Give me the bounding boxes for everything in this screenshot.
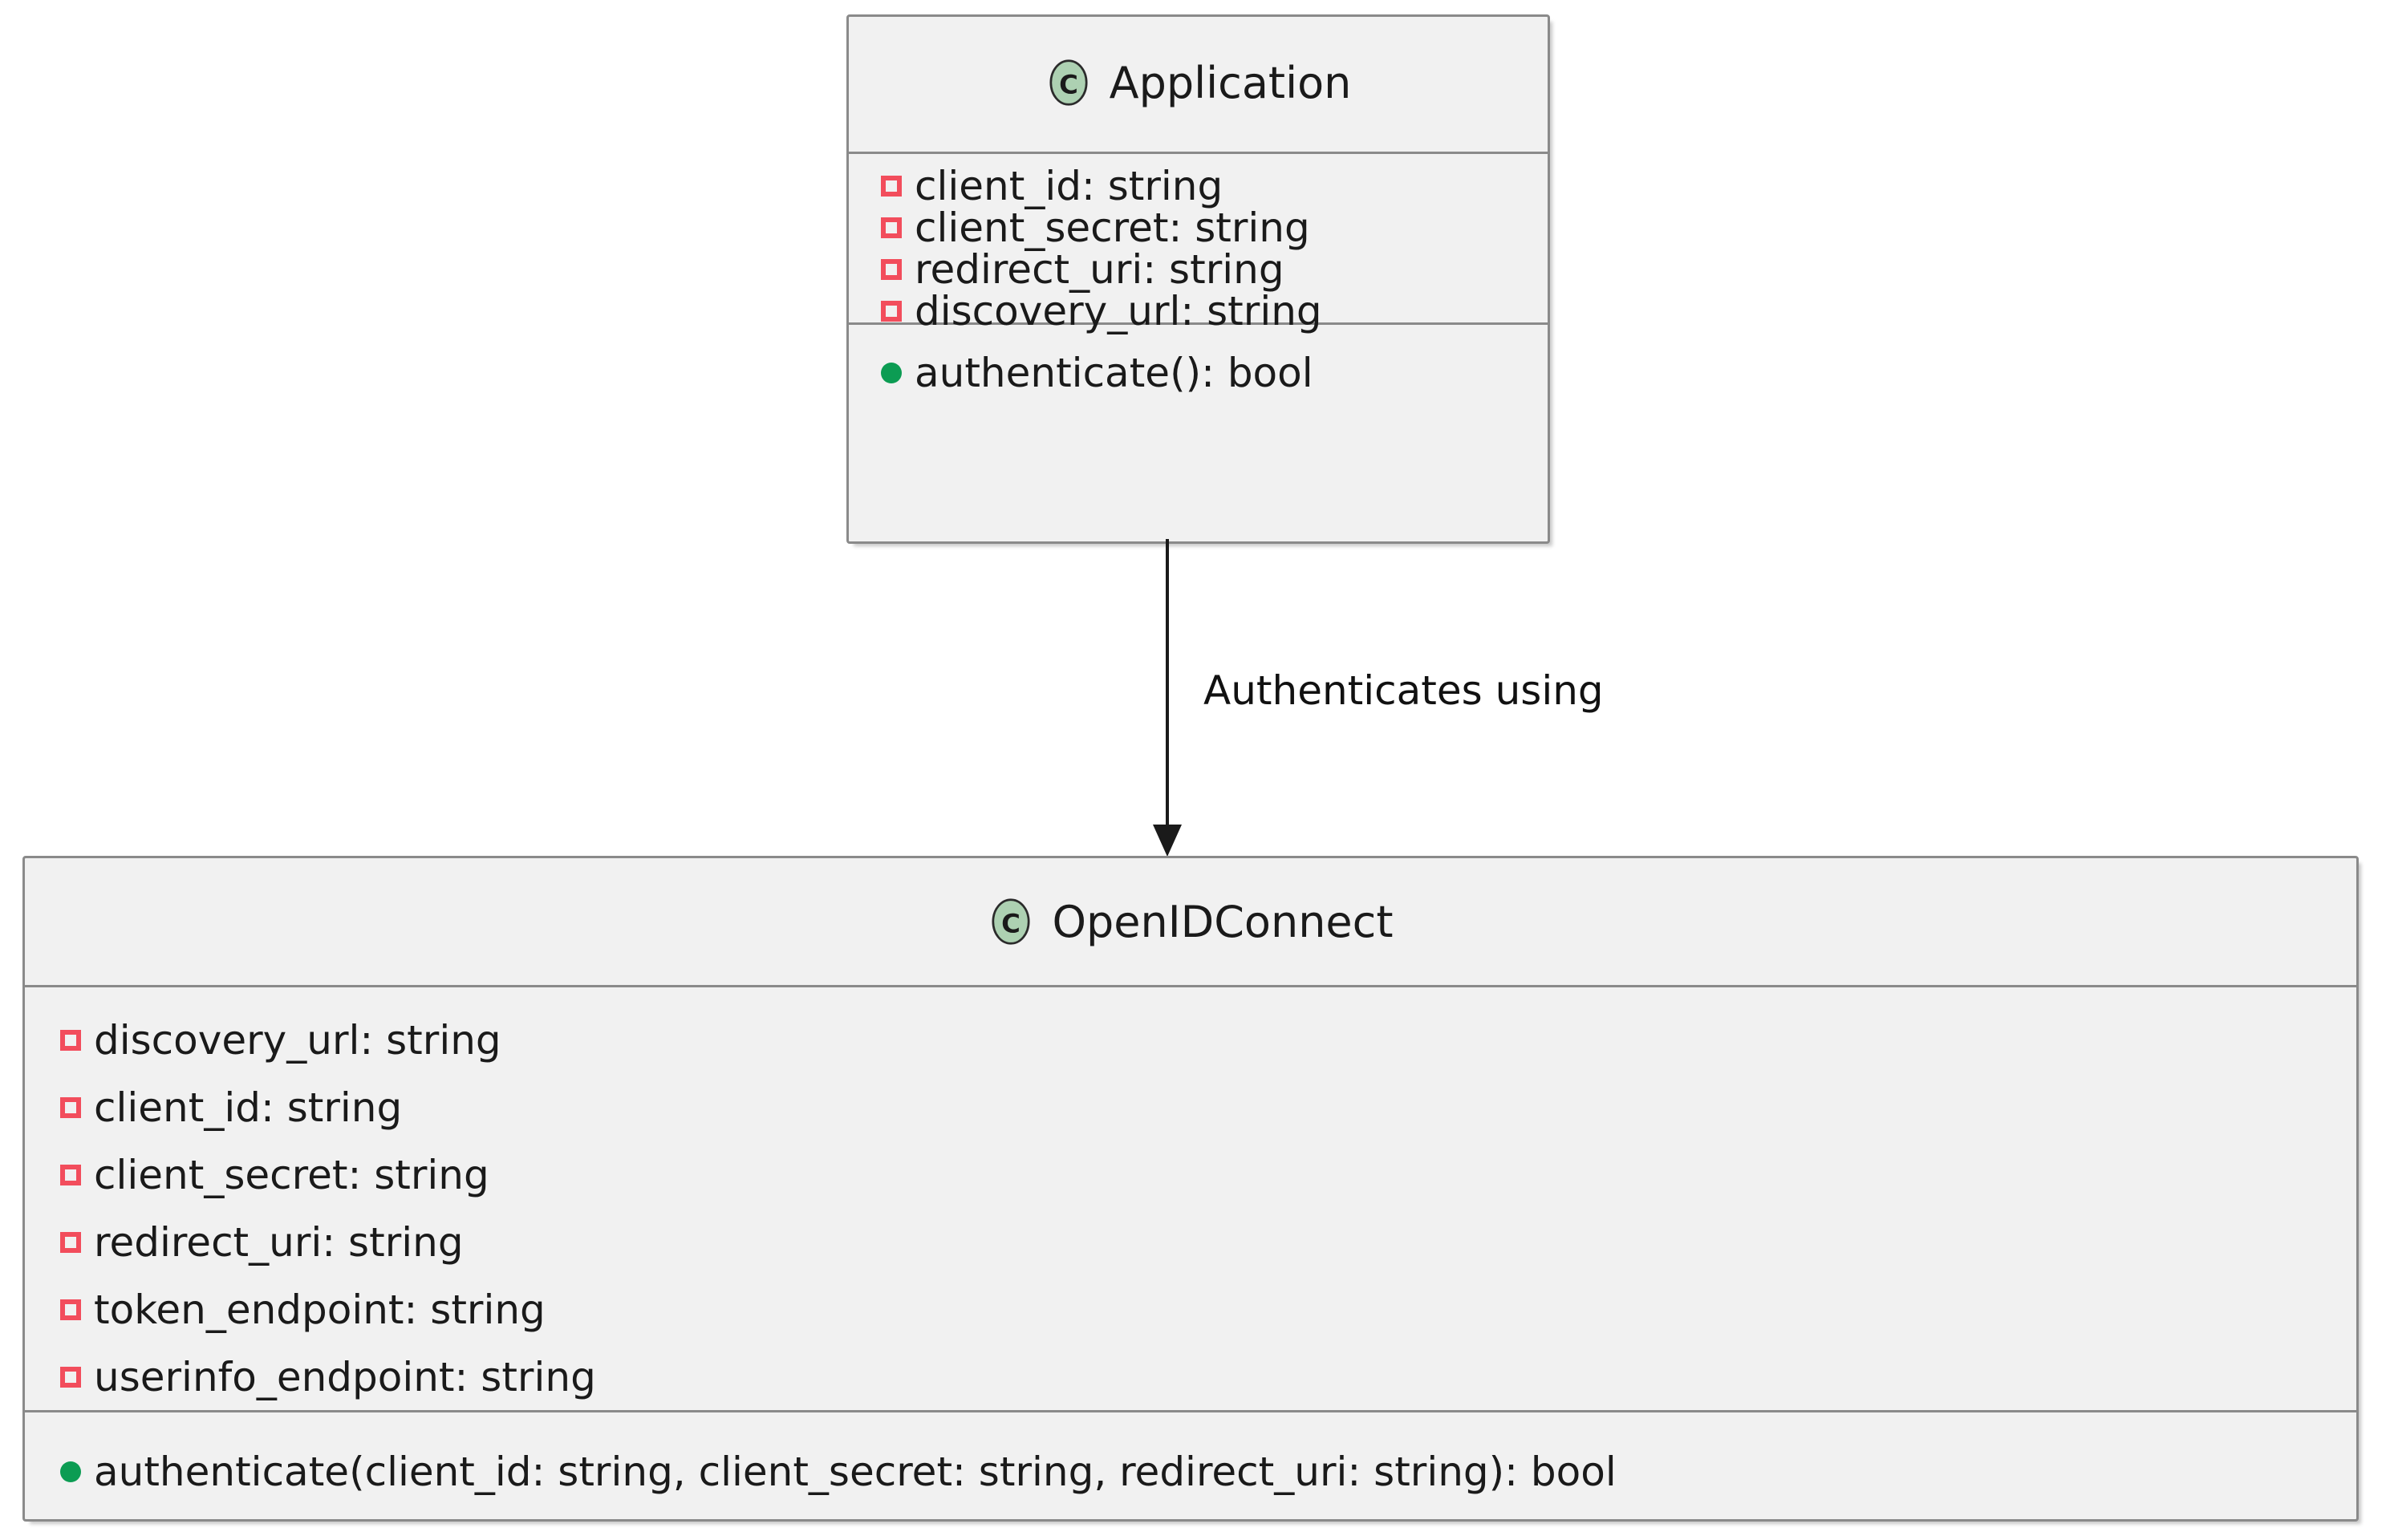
class-header-openidconnect: C OpenIDConnect — [25, 858, 2356, 985]
class-stereotype-icon: C — [992, 898, 1031, 945]
attribute-row: redirect_uri: string — [881, 249, 1548, 290]
private-field-icon — [60, 1097, 81, 1118]
attribute-row: client_secret: string — [60, 1141, 2356, 1209]
method-label: authenticate(): bool — [915, 350, 1313, 396]
attribute-label: redirect_uri: string — [915, 246, 1284, 293]
method-row: authenticate(client_id: string, client_s… — [60, 1441, 2356, 1502]
private-field-icon — [60, 1165, 81, 1185]
method-label: authenticate(client_id: string, client_s… — [94, 1449, 1617, 1495]
svg-text:C: C — [1059, 70, 1078, 100]
attribute-label: client_id: string — [94, 1084, 403, 1131]
divider-methods-openidconnect — [25, 1410, 2356, 1412]
attribute-label: discovery_url: string — [915, 288, 1322, 334]
class-stereotype-icon: C — [1049, 59, 1088, 106]
attribute-row: userinfo_endpoint: string — [60, 1343, 2356, 1411]
attribute-label: token_endpoint: string — [94, 1287, 546, 1333]
private-field-icon — [60, 1367, 81, 1388]
attribute-row: client_id: string — [881, 165, 1548, 207]
svg-text:C: C — [1002, 909, 1021, 939]
attribute-row: client_id: string — [60, 1074, 2356, 1141]
private-field-icon — [881, 301, 902, 322]
relationship-authenticates-using — [1147, 539, 1597, 860]
divider-attributes-openidconnect — [25, 985, 2356, 987]
attribute-row: client_secret: string — [881, 207, 1548, 249]
class-name-openidconnect: OpenIDConnect — [1052, 896, 1394, 947]
attribute-row: discovery_url: string — [881, 290, 1548, 332]
attribute-label: userinfo_endpoint: string — [94, 1354, 596, 1400]
attribute-list-openidconnect: discovery_url: string client_id: string … — [25, 987, 2356, 1410]
divider-attributes-application — [849, 152, 1548, 154]
attribute-label: client_secret: string — [915, 205, 1310, 251]
method-list-openidconnect: authenticate(client_id: string, client_s… — [25, 1412, 2356, 1514]
attribute-label: client_id: string — [915, 163, 1223, 209]
private-field-icon — [60, 1030, 81, 1051]
attribute-label: discovery_url: string — [94, 1017, 501, 1064]
private-field-icon — [881, 176, 902, 197]
private-field-icon — [881, 217, 902, 238]
method-list-application: authenticate(): bool — [849, 325, 1548, 408]
relationship-label: Authenticates using — [1203, 667, 1604, 714]
method-row: authenticate(): bool — [881, 349, 1548, 397]
class-name-application: Application — [1109, 57, 1352, 108]
class-header-application: C Application — [849, 17, 1548, 152]
private-field-icon — [881, 259, 902, 280]
public-method-icon — [881, 363, 902, 383]
class-box-application[interactable]: C Application client_id: string client_s… — [846, 14, 1550, 544]
relationship-arrow-icon — [1153, 539, 1182, 857]
attribute-list-application: client_id: string client_secret: string … — [849, 154, 1548, 331]
private-field-icon — [60, 1232, 81, 1253]
divider-methods-application — [849, 322, 1548, 325]
class-box-openidconnect[interactable]: C OpenIDConnect discovery_url: string cl… — [22, 856, 2359, 1522]
attribute-row: discovery_url: string — [60, 1007, 2356, 1074]
public-method-icon — [60, 1461, 81, 1482]
attribute-label: client_secret: string — [94, 1152, 489, 1198]
attribute-label: redirect_uri: string — [94, 1219, 464, 1266]
attribute-row: redirect_uri: string — [60, 1209, 2356, 1276]
attribute-row: token_endpoint: string — [60, 1276, 2356, 1343]
private-field-icon — [60, 1299, 81, 1320]
